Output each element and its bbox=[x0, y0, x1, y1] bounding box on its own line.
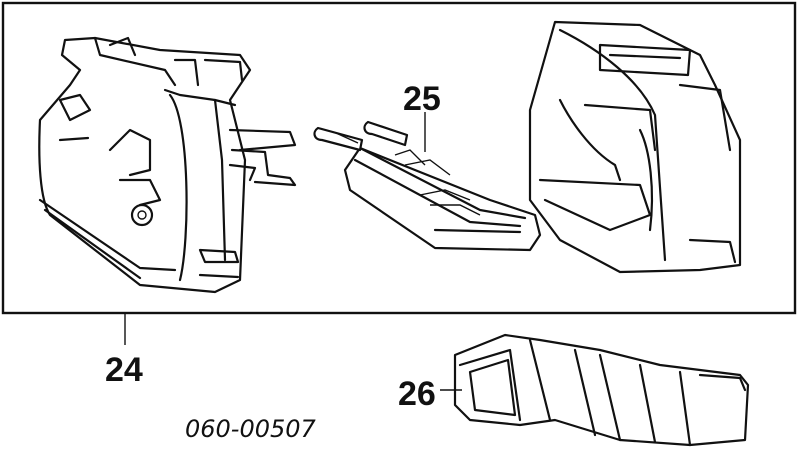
part-code: 060-00507 bbox=[185, 415, 317, 443]
right-heater-housing bbox=[528, 20, 742, 274]
callout-25: 25 bbox=[403, 80, 441, 118]
callout-26: 26 bbox=[398, 375, 436, 413]
air-duct bbox=[453, 333, 750, 447]
left-heater-housing bbox=[38, 36, 297, 294]
assembly-frame bbox=[1, 1, 797, 315]
callout-24: 24 bbox=[105, 351, 143, 389]
heater-core bbox=[313, 120, 542, 252]
